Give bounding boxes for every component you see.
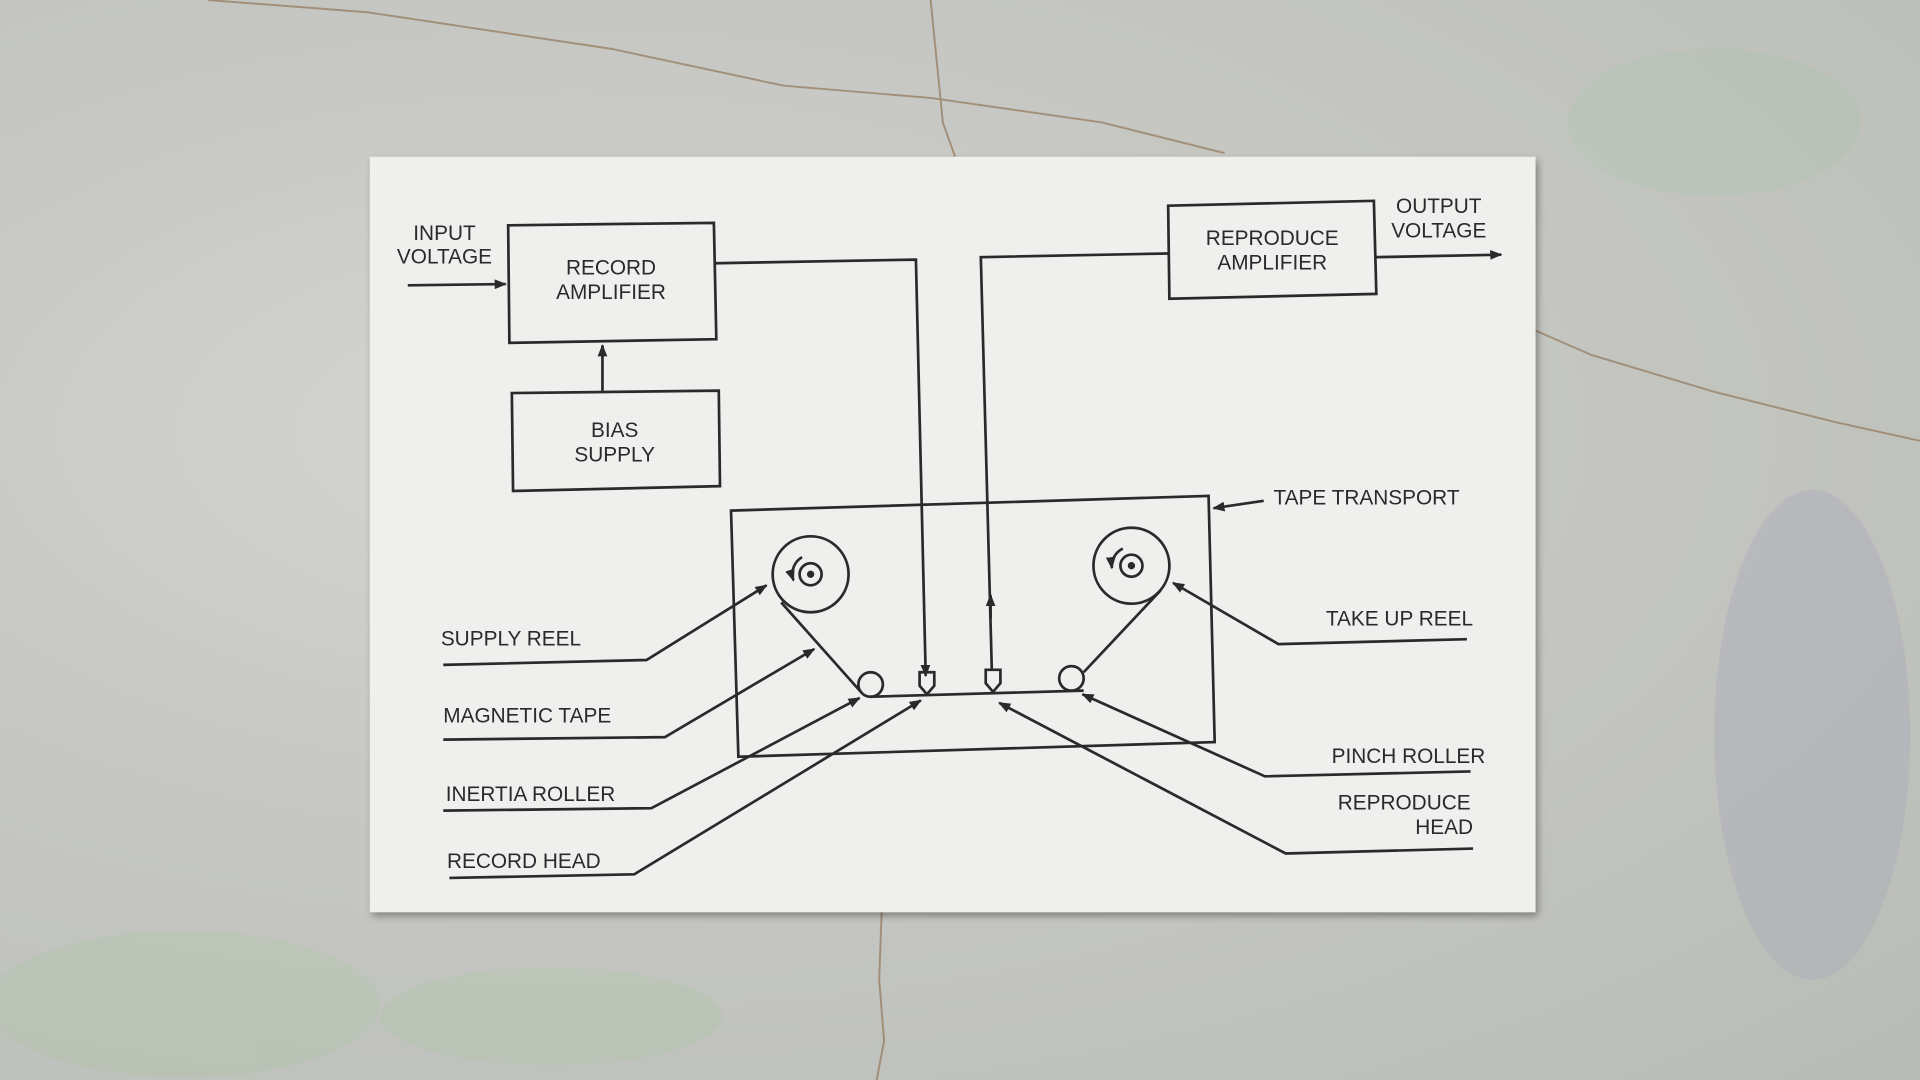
magnetic-tape-path [780,589,1162,699]
pinch-roller-label: PINCH ROLLER [1332,745,1486,768]
reproduce-head-leader [998,701,1474,855]
supply-reel-icon [771,534,850,614]
inertia-roller-leader [443,696,861,812]
magnetic-tape-leader [443,647,816,741]
record-amplifier-box [506,221,718,345]
magnetic-tape-label: MAGNETIC TAPE [443,704,611,727]
supply-reel-label: SUPPLY REEL [441,627,581,650]
take-up-reel-label: TAKE UP REEL [1326,608,1473,631]
record-head-leader [449,699,922,880]
crack [875,912,886,1080]
tape-transport-label: TAPE TRANSPORT [1273,486,1459,509]
supply-reel-leader [443,584,768,667]
input-arrow [407,279,507,290]
reproduce-head-icon [984,668,1002,694]
bias-supply-box [510,389,722,493]
paper [369,156,1536,913]
tape-transport-box [729,494,1217,759]
inertia-roller-label: INERTIA ROLLER [446,783,616,806]
crack [208,0,1225,155]
take-up-reel-icon [1092,526,1171,606]
record-head-icon [918,670,936,697]
tape-transport-arrow [1212,499,1264,512]
reproduce-signal-line [979,252,1169,672]
record-signal-line [715,258,931,678]
crack [929,0,957,158]
output-arrow [1376,250,1503,260]
record-head-label: RECORD HEAD [447,850,601,873]
reproduce-amplifier-box [1166,199,1378,301]
crack [1535,329,1920,442]
take-up-reel-leader [1172,581,1467,646]
pinch-roller-leader [1081,693,1471,778]
